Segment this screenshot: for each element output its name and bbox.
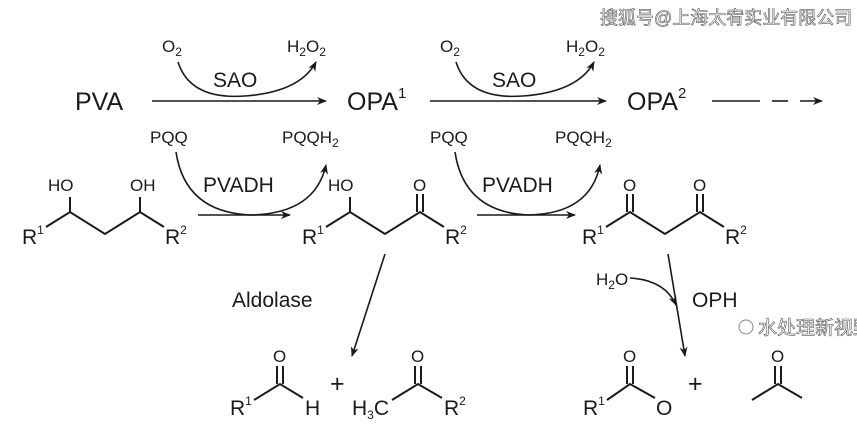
oph-arrow bbox=[667, 253, 688, 357]
o2-label: O2 bbox=[440, 37, 460, 59]
svg-text:O: O bbox=[411, 347, 424, 366]
aldolase-arrow bbox=[350, 253, 386, 357]
svg-text:R1: R1 bbox=[22, 223, 44, 249]
opa1-label: OPA1 bbox=[347, 85, 406, 116]
svg-text:R1: R1 bbox=[230, 394, 252, 420]
hydroxyketone-molecule: R1 HO O R2 bbox=[302, 176, 467, 249]
svg-text:O: O bbox=[413, 176, 426, 195]
svg-text:O: O bbox=[693, 176, 706, 195]
svg-text:O: O bbox=[656, 397, 672, 420]
svg-text:O: O bbox=[273, 347, 286, 366]
svg-text:O: O bbox=[623, 176, 636, 195]
pqq-label: PQQ bbox=[150, 128, 188, 147]
svg-text:O: O bbox=[623, 347, 636, 366]
acid-molecule: R1 O O bbox=[583, 347, 672, 420]
svg-text:R2: R2 bbox=[444, 394, 466, 420]
wechat-icon bbox=[738, 319, 754, 335]
svg-text:OH: OH bbox=[130, 176, 156, 195]
plus-sign: + bbox=[688, 370, 703, 398]
pvadh-label: PVADH bbox=[203, 174, 274, 197]
pqqh2-label: PQQH2 bbox=[555, 128, 612, 150]
ketone-molecule: H3C O R2 bbox=[352, 347, 466, 422]
pva-label: PVA bbox=[75, 88, 123, 116]
pqq-label: PQQ bbox=[430, 128, 468, 147]
h2o-label: H2O bbox=[596, 270, 628, 292]
curved-arrow bbox=[177, 61, 317, 98]
curved-arrow bbox=[629, 277, 677, 306]
plus-sign: + bbox=[330, 370, 345, 398]
watermark: 水处理新视野 搜狐号@上海太宥实业有限公司 bbox=[600, 8, 857, 340]
pqqh2-label: PQQH2 bbox=[282, 128, 339, 150]
svg-text:H: H bbox=[305, 397, 320, 420]
svg-text:R2: R2 bbox=[445, 223, 467, 249]
h2o2-label: H2O2 bbox=[287, 37, 326, 59]
o2-label: O2 bbox=[162, 37, 182, 59]
aldolase-label: Aldolase bbox=[232, 289, 313, 312]
h2o2-label: H2O2 bbox=[566, 37, 605, 59]
svg-text:R1: R1 bbox=[582, 223, 604, 249]
sao-label: SAO bbox=[213, 69, 257, 92]
svg-text:H3C: H3C bbox=[352, 397, 389, 422]
oph-label: OPH bbox=[692, 289, 738, 312]
sao-label: SAO bbox=[492, 69, 536, 92]
svg-text:R2: R2 bbox=[165, 223, 187, 249]
svg-text:HO: HO bbox=[328, 176, 354, 195]
svg-text:O: O bbox=[771, 347, 784, 366]
opa2-label: OPA2 bbox=[627, 85, 686, 116]
diol-molecule: R1 HO OH R2 bbox=[22, 176, 187, 249]
aldehyde-molecule: R1 O H bbox=[230, 347, 320, 420]
svg-text:HO: HO bbox=[48, 176, 74, 195]
pvadh-label: PVADH bbox=[482, 174, 553, 197]
curved-arrow bbox=[455, 61, 595, 98]
svg-text:R2: R2 bbox=[725, 223, 747, 249]
svg-text:R1: R1 bbox=[583, 394, 605, 420]
svg-text:水处理新视野: 水处理新视野 bbox=[758, 317, 857, 339]
ketone-molecule: O bbox=[751, 347, 803, 401]
svg-text:搜狐号@上海太宥实业有限公司: 搜狐号@上海太宥实业有限公司 bbox=[600, 8, 852, 28]
svg-text:R1: R1 bbox=[302, 223, 324, 249]
diketone-molecule: R1 O O R2 bbox=[582, 176, 747, 249]
